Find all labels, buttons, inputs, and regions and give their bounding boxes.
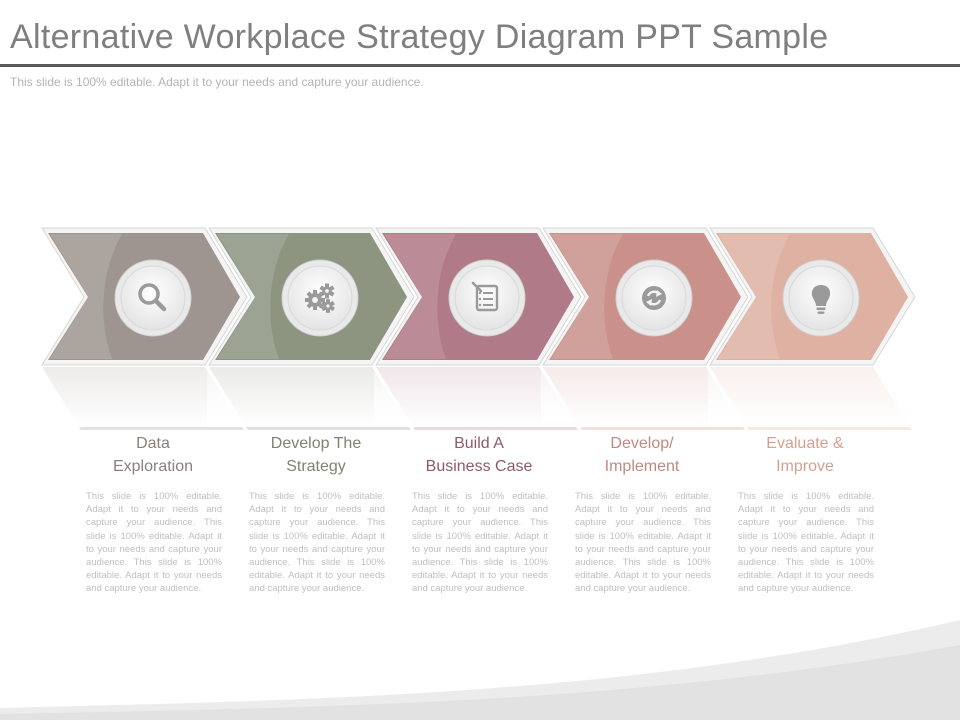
- gears-icon: [305, 283, 335, 313]
- step-title-line1: Develop The: [270, 435, 362, 452]
- step-title-line1: Evaluate &: [766, 435, 844, 452]
- step-description: This slide is 100% editable. Adapt it to…: [86, 491, 222, 595]
- lightbulb-icon: [811, 285, 831, 314]
- step-title-line2: Exploration: [112, 458, 194, 475]
- step-title-line1: Develop/: [610, 435, 674, 452]
- step-title: Develop/Implement: [567, 432, 717, 478]
- title-divider: [0, 64, 960, 67]
- chevron-process-diagram: [40, 227, 919, 430]
- chevron-step-5: [708, 227, 919, 430]
- refresh-icon: [642, 286, 666, 310]
- step-title-line2: Business Case: [425, 458, 533, 475]
- step-description: This slide is 100% editable. Adapt it to…: [738, 491, 874, 595]
- step-description: This slide is 100% editable. Adapt it to…: [412, 491, 548, 595]
- chevron-step-4: [541, 227, 752, 430]
- slide-title: Alternative Workplace Strategy Diagram P…: [10, 18, 829, 56]
- checklist-icon: [471, 281, 499, 312]
- step-title-line2: Implement: [604, 458, 680, 475]
- bottom-wave-decoration: [0, 620, 960, 720]
- slide-subtitle: This slide is 100% editable. Adapt it to…: [10, 75, 424, 89]
- step-title-line2: Improve: [776, 458, 834, 475]
- step-title-line1: Data: [136, 435, 170, 452]
- step-title: Build A Business Case: [404, 432, 554, 478]
- step-title-line1: Build A: [454, 435, 504, 452]
- chevron-step-1: [40, 227, 251, 430]
- step-title-line2: Strategy: [286, 458, 346, 475]
- magnifier-icon: [138, 283, 167, 312]
- step-description: This slide is 100% editable. Adapt it to…: [249, 491, 385, 595]
- step-description: This slide is 100% editable. Adapt it to…: [575, 491, 711, 595]
- step-title: Evaluate & Improve: [730, 432, 880, 478]
